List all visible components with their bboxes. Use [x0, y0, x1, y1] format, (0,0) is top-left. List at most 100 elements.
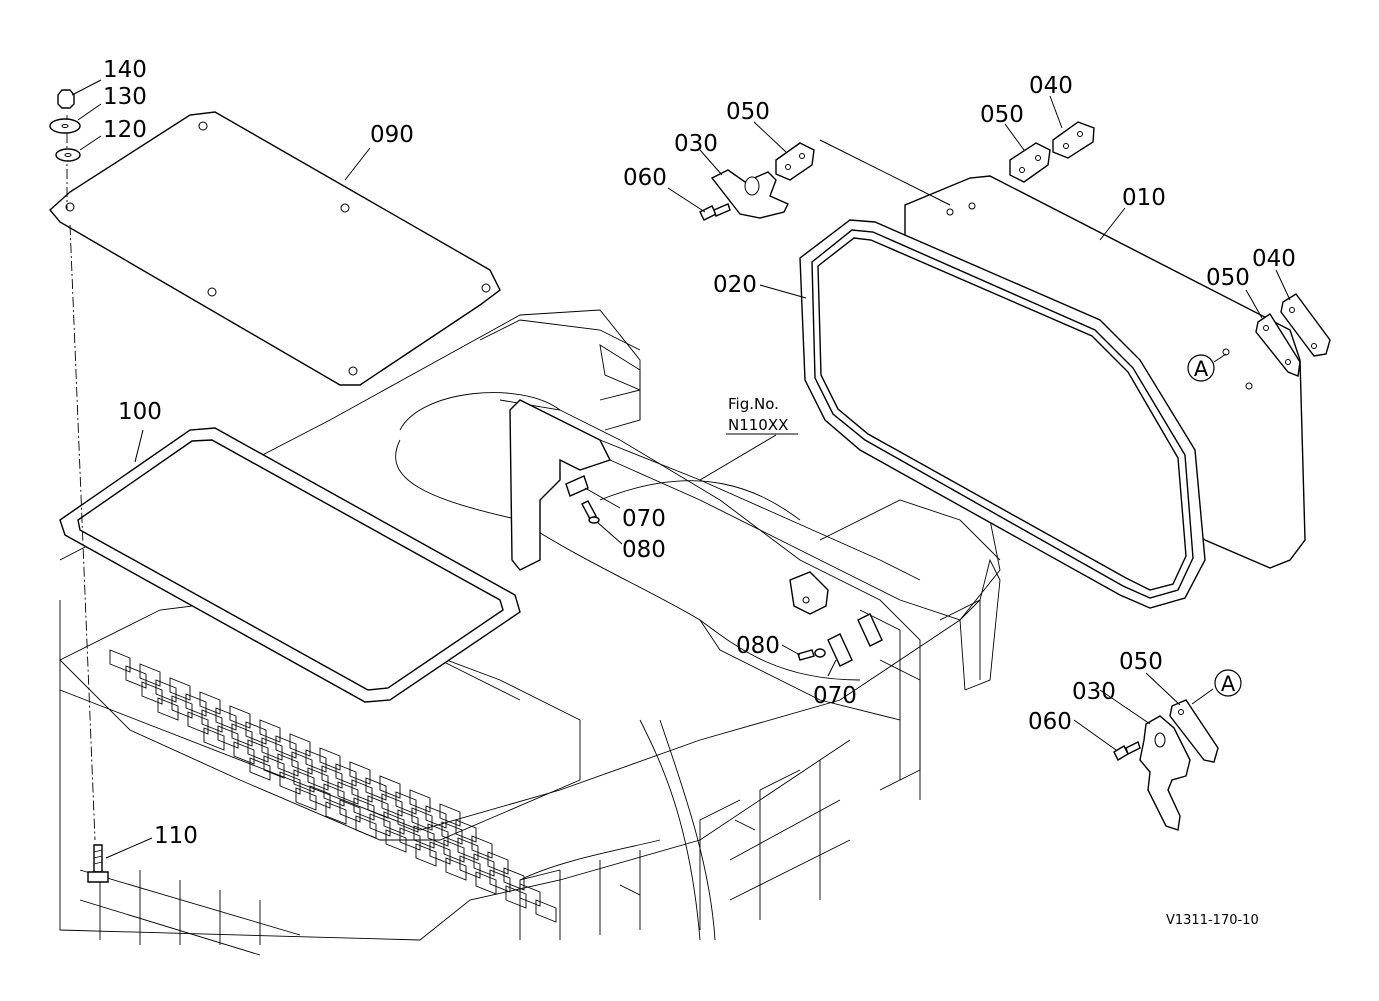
- grille-opening: [367, 795, 389, 819]
- grille-opening: [217, 725, 239, 749]
- part-040-hinge-bracket-top: [1052, 121, 1095, 159]
- drawing-code: V1311-170-10: [1166, 913, 1259, 928]
- label-080-lower: 080: [736, 633, 780, 659]
- label-050-lower: 050: [1119, 649, 1163, 675]
- part-070-retainer-lower: [827, 633, 853, 667]
- fig-ref-line2: N110XX: [728, 416, 788, 434]
- grille-opening: [139, 663, 161, 687]
- label-070-upper: 070: [622, 506, 666, 532]
- grille-opening: [307, 767, 329, 791]
- grille-opening: [365, 777, 387, 801]
- part-030-latch-handle-lower: [1139, 715, 1191, 831]
- part-050-hinge-plate-top-left: [775, 142, 815, 181]
- fig-ref-line1: Fig.No.: [728, 395, 779, 413]
- grille-opening: [141, 681, 163, 705]
- part-060-screw-lower: [1113, 741, 1141, 761]
- grille-opening: [323, 783, 345, 807]
- grille-opening: [443, 839, 465, 863]
- grille-opening: [487, 851, 509, 875]
- grille-opening: [201, 709, 223, 733]
- grille-opening: [263, 755, 285, 779]
- grille-opening: [295, 787, 317, 811]
- grille-opening: [231, 723, 253, 747]
- part-050-hinge-plate-right: [1255, 313, 1301, 377]
- label-120: 120: [103, 117, 147, 143]
- grille-opening: [293, 769, 315, 793]
- figure-reference: Fig.No. N110XX: [726, 395, 798, 435]
- label-140: 140: [103, 57, 147, 83]
- label-040-right: 040: [1252, 246, 1296, 272]
- grille-opening: [325, 801, 347, 825]
- grille-grid: [109, 649, 557, 923]
- cab-frame-body: [59, 309, 1001, 941]
- grille-opening: [475, 871, 497, 895]
- grille-opening: [395, 791, 417, 815]
- label-050-top-right: 050: [980, 102, 1024, 128]
- grille-opening: [229, 705, 251, 729]
- part-030-latch-handle-top: [710, 169, 789, 219]
- grille-opening: [425, 805, 447, 829]
- part-080-bolt-lower: [797, 648, 826, 661]
- grille-opening: [411, 807, 433, 831]
- grille-opening: [199, 691, 221, 715]
- grille-opening: [247, 739, 269, 763]
- grille-opening: [355, 815, 377, 839]
- grille-opening: [349, 761, 371, 785]
- grille-opening: [291, 751, 313, 775]
- grille-opening: [279, 771, 301, 795]
- grille-opening: [249, 757, 271, 781]
- fastener-stack: [49, 89, 109, 883]
- grille-opening: [289, 733, 311, 757]
- grille-opening: [125, 665, 147, 689]
- part-040-hinge-bracket-right: [1280, 293, 1331, 357]
- grille-opening: [535, 899, 557, 923]
- label-040-top: 040: [1029, 73, 1073, 99]
- grille-opening: [441, 821, 463, 845]
- grille-opening: [369, 813, 391, 837]
- grille-opening: [245, 721, 267, 745]
- leader-lines: [71, 79, 1291, 859]
- label-080-upper: 080: [622, 537, 666, 563]
- grille-opening: [445, 857, 467, 881]
- grille-opening: [383, 811, 405, 835]
- grille-opening: [457, 837, 479, 861]
- grille-opening: [337, 781, 359, 805]
- grille-opening: [339, 799, 361, 823]
- grille-opening: [415, 843, 437, 867]
- grille-opening: [319, 747, 341, 771]
- lower-grille: [79, 760, 851, 956]
- grille-opening: [505, 885, 527, 909]
- grille-opening: [233, 741, 255, 765]
- label-100: 100: [118, 399, 162, 425]
- grille-opening: [459, 855, 481, 879]
- grille-opening: [439, 803, 461, 827]
- grille-opening: [385, 829, 407, 853]
- grille-opening: [471, 835, 493, 859]
- grille-opening: [379, 775, 401, 799]
- grille-opening: [351, 779, 373, 803]
- grille-opening: [503, 867, 525, 891]
- part-080-bolt-upper: [581, 500, 600, 524]
- grille-opening: [353, 797, 375, 821]
- label-090: 090: [370, 122, 414, 148]
- part-070-retainer-upper: [565, 475, 589, 497]
- part-050-hinge-plate-top-right: [1009, 142, 1051, 183]
- callout-a-lower: A: [1214, 669, 1242, 697]
- label-060-top: 060: [623, 165, 667, 191]
- grille-opening: [305, 749, 327, 773]
- grille-opening: [335, 763, 357, 787]
- grille-opening: [215, 707, 237, 731]
- label-070-lower: 070: [813, 683, 857, 709]
- grille-opening: [259, 719, 281, 743]
- grille-opening: [187, 711, 209, 735]
- part-050-hinge-plate-lower: [1169, 699, 1219, 763]
- grille-opening: [455, 819, 477, 843]
- callout-a-upper: A: [1187, 353, 1227, 382]
- part-100-seal-frame: [59, 427, 521, 703]
- part-020-weatherstrip: [799, 219, 1206, 609]
- grille-opening: [203, 727, 225, 751]
- label-050-right: 050: [1206, 265, 1250, 291]
- grille-opening: [277, 753, 299, 777]
- grille-opening: [169, 677, 191, 701]
- grille-opening: [321, 765, 343, 789]
